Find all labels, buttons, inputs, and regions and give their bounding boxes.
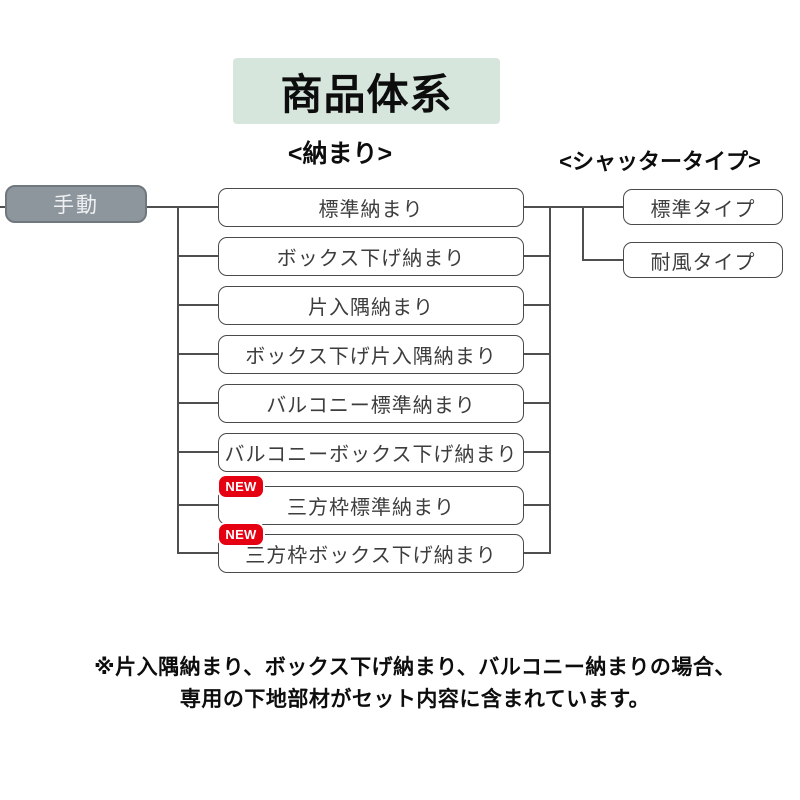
node-osamari-single-corner: 片入隅納まり	[218, 286, 524, 325]
heading-osamari: <納まり>	[287, 140, 393, 168]
connector-line	[524, 304, 551, 306]
connector-line	[524, 451, 551, 453]
node-osamari-three-side-frame-box-lowered: 三方枠ボックス下げ納まり	[218, 534, 524, 573]
connector-line	[0, 206, 6, 208]
node-osamari-balcony-box-lowered: バルコニーボックス下げ納まり	[218, 433, 524, 472]
connector-line	[178, 552, 218, 554]
page-title-text: 商品体系	[280, 70, 453, 118]
node-osamari-box-lowered: ボックス下げ納まり	[218, 237, 524, 276]
connector-line	[524, 353, 551, 355]
footnote-line-2: 専用の下地部材がセット内容に含まれています。	[179, 688, 651, 711]
new-badge: NEW	[219, 524, 263, 545]
footnote: ※片入隅納まり、ボックス下げ納まり、バルコニー納まりの場合、 専用の下地部材がセ…	[30, 652, 800, 716]
connector-line	[524, 504, 551, 506]
connector-line	[178, 353, 218, 355]
node-osamari-three-side-frame-standard: 三方枠標準納まり	[218, 486, 524, 525]
new-badge: NEW	[219, 476, 263, 497]
connector-line	[524, 206, 623, 208]
connector-line	[524, 552, 551, 554]
connector-line	[524, 255, 551, 257]
connector-line	[178, 206, 218, 208]
connector-trunk-right	[549, 206, 551, 554]
connector-line	[147, 206, 178, 208]
node-manual: 手動	[5, 185, 147, 223]
connector-line	[178, 504, 218, 506]
connector-line	[178, 402, 218, 404]
connector-line	[582, 259, 623, 261]
node-osamari-standard: 標準納まり	[218, 188, 524, 227]
connector-line	[178, 255, 218, 257]
node-osamari-balcony-standard: バルコニー標準納まり	[218, 384, 524, 423]
connector-line	[524, 402, 551, 404]
node-manual-label: 手動	[53, 194, 99, 217]
connector-line	[178, 451, 218, 453]
page-title: 商品体系	[233, 58, 500, 124]
node-shutter-wind-resistant-type: 耐風タイプ	[623, 242, 783, 278]
node-shutter-standard-type: 標準タイプ	[623, 189, 783, 225]
connector-line	[178, 304, 218, 306]
node-osamari-box-lowered-single-corner: ボックス下げ片入隅納まり	[218, 335, 524, 374]
heading-shutter-type: <シャッタータイプ>	[559, 149, 761, 174]
connector-trunk-left	[177, 206, 179, 554]
connector-line	[582, 206, 584, 261]
footnote-line-1: ※片入隅納まり、ボックス下げ納まり、バルコニー納まりの場合、	[94, 656, 736, 679]
